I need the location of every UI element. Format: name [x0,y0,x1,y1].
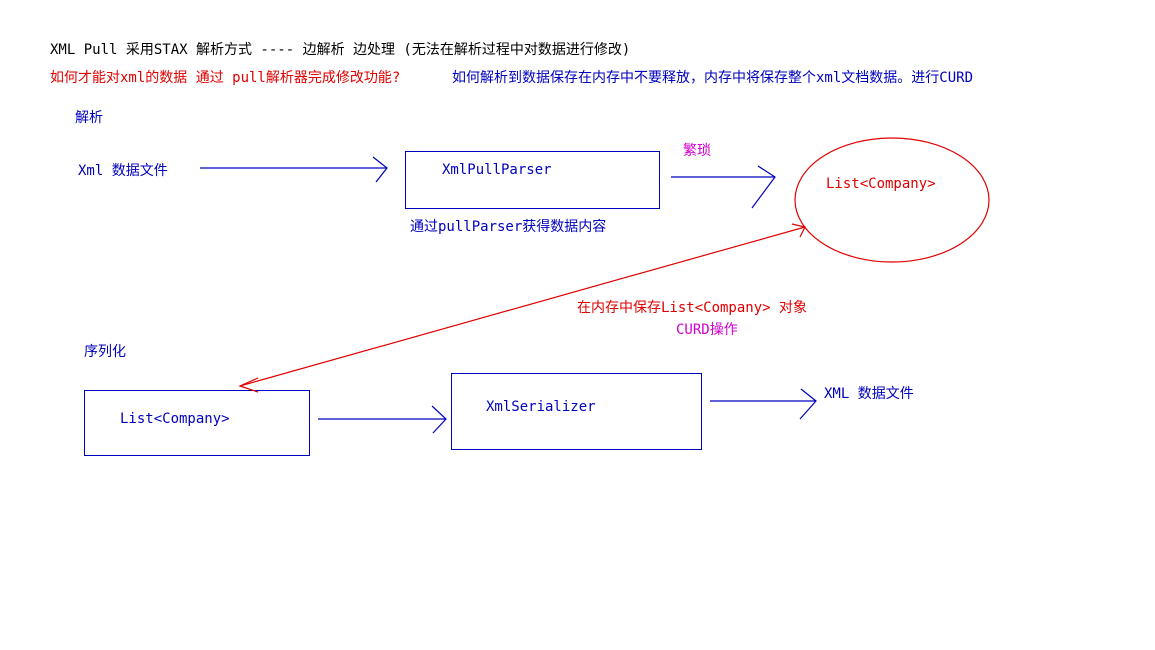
xml-source-label: Xml 数据文件 [78,163,168,179]
arrow-list-to-serializer [318,405,447,434]
header-answer: 如何解析到数据保存在内存中不要释放，内存中将保存整个xml文档数据。进行CURD [452,70,973,86]
tedious-label: 繁琐 [683,143,711,159]
curd-note: CURD操作 [676,322,738,338]
memory-note: 在内存中保存List<Company> 对象 [577,300,808,316]
arrow-serializer-to-target [710,388,817,420]
xml-serializer-label: XmlSerializer [486,399,596,415]
parse-section-title: 解析 [75,110,103,126]
list-company-ellipse [794,137,990,263]
arrow-parser-to-list [671,165,776,209]
arrow-memory-sync [238,223,806,393]
header-title: XML Pull 采用STAX 解析方式 ---- 边解析 边处理 (无法在解析… [50,42,631,58]
serialize-section-title: 序列化 [84,344,126,360]
xml-pull-parser-label: XmlPullParser [442,162,552,178]
header-question: 如何才能对xml的数据 通过 pull解析器完成修改功能? [50,70,401,86]
arrow-source-to-parser [200,156,388,183]
list-company-box-label: List<Company> [120,411,230,427]
list-company-ellipse-label: List<Company> [826,176,936,192]
list-company-box: List<Company> [84,390,310,456]
xml-pull-parser-box: XmlPullParser [405,151,660,209]
xml-target-label: XML 数据文件 [824,386,914,402]
xml-serializer-box: XmlSerializer [451,373,702,450]
parser-caption: 通过pullParser获得数据内容 [410,219,607,235]
